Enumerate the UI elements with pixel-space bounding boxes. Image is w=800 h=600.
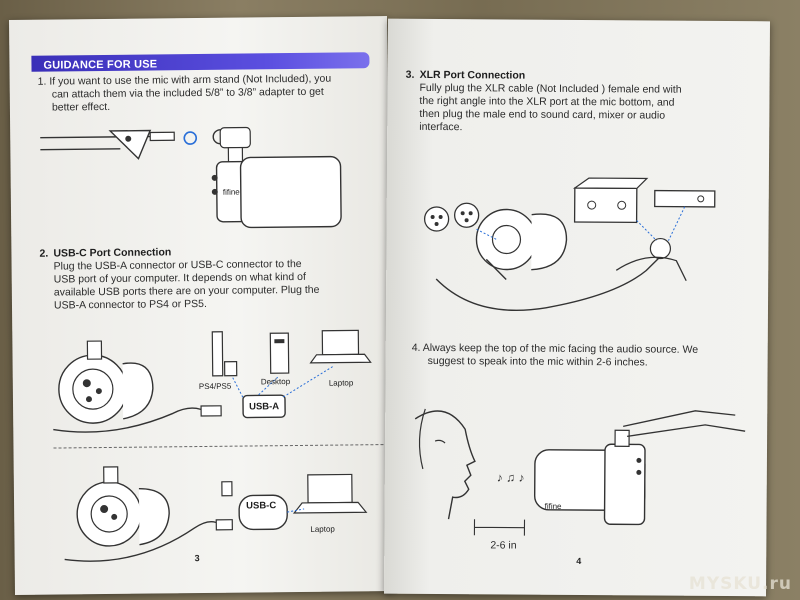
usb-c-connection-illustration: [64, 466, 368, 562]
ps-label: PS4/PS5: [198, 381, 232, 392]
step2-line4: USB-A connector to PS4 or PS5.: [53, 297, 207, 312]
section-title: GUIDANCE FOR USE: [43, 58, 158, 72]
distance-label: 2-6 in: [490, 539, 517, 552]
manual-page-right: 3. XLR Port Connection Fully plug the XL…: [383, 18, 771, 597]
page-number-right: 4: [576, 556, 582, 567]
arm-stand-illustration: [40, 126, 342, 229]
laptop-label-1: Laptop: [328, 378, 354, 388]
section-banner: GUIDANCE FOR USE: [31, 52, 370, 72]
step2-heading: USB-C Port Connection: [53, 246, 172, 260]
step3-line4: interface.: [419, 120, 463, 134]
laptop-label-2: Laptop: [310, 524, 335, 534]
mic-brand-label-right: fifine: [544, 501, 562, 511]
step3-heading-number: 3.: [405, 68, 415, 81]
xlr-connection-illustration: [423, 177, 716, 312]
step4-line2: suggest to speak into the mic within 2-6…: [427, 354, 648, 369]
mic-brand-label: fifine: [222, 187, 240, 197]
watermark: MYSKU.ru: [688, 574, 792, 594]
section-divider: [53, 444, 384, 449]
step1-line2: can attach them via the included 5/8” to…: [51, 85, 324, 101]
usb-a-label: USB-A: [249, 401, 280, 413]
desktop-label: Desktop: [260, 377, 291, 387]
manual-page-left: GUIDANCE FOR USE 1. If you want to use t…: [8, 16, 394, 595]
usb-c-label: USB-C: [246, 500, 277, 512]
page-number-left: 3: [194, 553, 200, 564]
svg-text:♪ ♫ ♪: ♪ ♫ ♪: [497, 470, 525, 484]
step3-heading: XLR Port Connection: [419, 68, 526, 82]
speaking-distance-illustration: ♪ ♫ ♪: [414, 408, 746, 536]
step1-line3: better effect.: [51, 100, 111, 114]
usb-a-connection-illustration: [53, 329, 372, 433]
step2-heading-number: 2.: [39, 247, 49, 260]
